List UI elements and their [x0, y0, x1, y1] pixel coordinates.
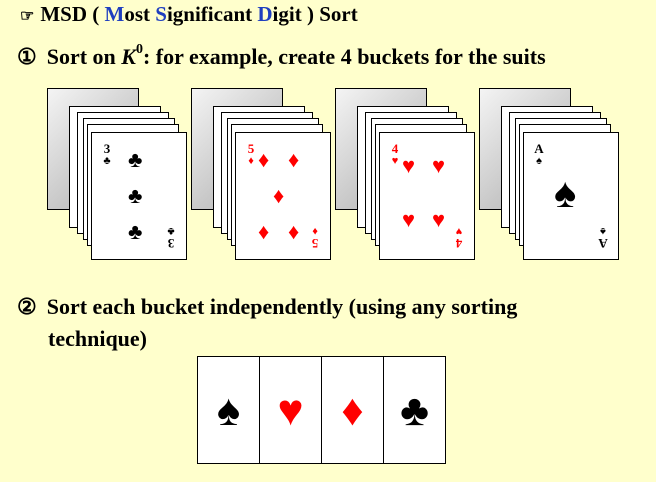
heart-icon: ♥	[260, 357, 322, 463]
card-corner-suit: ♣	[167, 225, 175, 237]
heart-pip: ♥	[402, 207, 416, 232]
step-2-line-2: technique)	[48, 326, 147, 351]
card-corner-top: 3♣	[101, 141, 113, 167]
diamond-icon: ♦	[322, 357, 384, 463]
diamond-pip: ♦	[258, 219, 270, 244]
card-corner-suit: ♠	[536, 155, 542, 167]
title-part-ignificant: ignificant	[166, 2, 258, 26]
card-corner-suit: ♣	[103, 155, 111, 167]
card-corner-bottom: 4♥	[453, 225, 465, 251]
title-letter-s: S	[155, 2, 167, 26]
card-rank: 3	[103, 141, 111, 156]
playing-card-4-hearts: 4♥ ♥ ♥ ♥ ♥ 4♥	[379, 132, 475, 260]
playing-card-3-clubs: 3♣ ♣ ♣ ♣ 3♣	[91, 132, 187, 260]
deck-diamonds: 5♦ ♦ ♦ ♦ ♦ ♦ 5♦	[191, 88, 337, 274]
pointing-hand-icon: ☞	[20, 8, 35, 25]
card-corner-bottom: 5♦	[309, 225, 321, 251]
step-1-text-after: : for example, create 4 buckets for the …	[142, 44, 546, 69]
club-pip: ♣	[128, 147, 143, 172]
step-1-k: K	[121, 44, 136, 69]
step-1-text-before: Sort on	[46, 44, 122, 69]
card-corner-bottom: 3♣	[165, 225, 177, 251]
club-icon: ♣	[384, 357, 445, 463]
diamond-pip: ♦	[288, 147, 300, 172]
diamond-pip: ♦	[288, 219, 300, 244]
card-rank: 3	[167, 236, 175, 251]
card-rank: 4	[391, 141, 399, 156]
card-rank: 5	[311, 236, 319, 251]
playing-card-ace-spades: A♠ ♠ A♠	[523, 132, 619, 260]
deck-hearts: 4♥ ♥ ♥ ♥ ♥ 4♥	[335, 88, 481, 274]
title-part-igit: igit	[272, 2, 302, 26]
heart-pip: ♥	[432, 153, 446, 178]
card-corner-suit: ♦	[248, 155, 254, 167]
card-corner-top: 5♦	[245, 141, 257, 167]
card-corner-top: 4♥	[389, 141, 401, 167]
title-letter-m: M	[104, 2, 125, 26]
slide-title: ☞ MSD ( Most Significant Digit ) Sort	[20, 2, 358, 27]
heart-pip: ♥	[432, 207, 446, 232]
step-1-number: ①	[17, 44, 37, 69]
suit-buckets: ♠ ♥ ♦ ♣	[197, 356, 446, 464]
step-1-text: ① Sort on K0: for example, create 4 bucke…	[17, 42, 546, 70]
diamond-pip: ♦	[258, 147, 270, 172]
diamond-pip: ♦	[273, 183, 285, 208]
step-2-text: ② Sort each bucket independently (using a…	[17, 294, 517, 320]
playing-card-5-diamonds: 5♦ ♦ ♦ ♦ ♦ ♦ 5♦	[235, 132, 331, 260]
card-rank: A	[598, 236, 608, 251]
card-corner-suit: ♥	[455, 225, 463, 237]
step-2-number: ②	[17, 294, 37, 319]
deck-clubs: 3♣ ♣ ♣ ♣ 3♣	[47, 88, 193, 274]
spade-icon: ♠	[198, 357, 260, 463]
club-pip: ♣	[128, 219, 143, 244]
card-corner-bottom: A♠	[597, 225, 609, 251]
card-rank: A	[534, 141, 544, 156]
card-corner-suit: ♥	[391, 155, 399, 167]
spade-pip: ♠	[554, 171, 577, 217]
title-suffix: ) Sort	[301, 2, 358, 26]
card-corner-top: A♠	[533, 141, 545, 167]
card-rank: 5	[247, 141, 255, 156]
step-1-superscript: 0	[135, 42, 143, 57]
title-part-ost: ost	[124, 2, 156, 26]
step-2-line-1: Sort each bucket independently (using an…	[46, 294, 518, 319]
card-rank: 4	[455, 236, 463, 251]
title-letter-d: D	[257, 2, 273, 26]
club-pip: ♣	[128, 183, 143, 208]
heart-pip: ♥	[402, 153, 416, 178]
deck-spades: A♠ ♠ A♠	[479, 88, 625, 274]
title-prefix: MSD (	[40, 2, 105, 26]
